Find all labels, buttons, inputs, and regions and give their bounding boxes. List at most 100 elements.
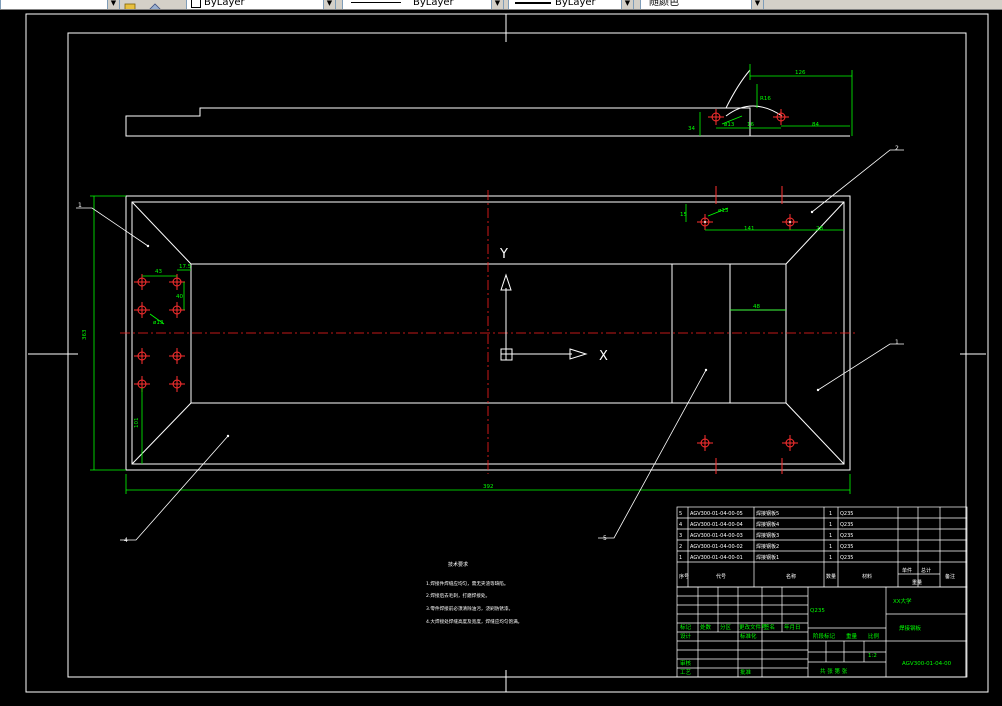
material-mark: Q235	[810, 608, 825, 614]
parts-row-name: 焊接钢板2	[756, 543, 779, 550]
lineweight-preview-icon	[515, 2, 551, 4]
dim-141: 141	[744, 226, 755, 232]
parts-row-material: Q235	[840, 511, 853, 517]
parts-row-code: AGV300-01-04-00-05	[690, 511, 743, 517]
plan-dims	[90, 195, 851, 494]
color-control-label: ByLayer	[204, 0, 245, 8]
balloon-1: 1	[78, 202, 82, 209]
lbl-check: 审核	[680, 659, 692, 667]
layer-dropdown-stub[interactable]: ▼	[0, 0, 120, 9]
parts-row-code: AGV300-01-04-00-04	[690, 522, 743, 528]
balloon-4: 4	[124, 537, 128, 544]
balloon-2: 2	[895, 145, 899, 152]
hole-center	[704, 221, 706, 223]
dim-phi-right: ø13	[718, 208, 729, 214]
drawing-border	[67, 32, 967, 678]
hdr-qty: 数量	[826, 573, 836, 580]
lbl-count: 处数	[700, 623, 712, 631]
notes-item-3: 3.零件焊接前必须清除油污，浇刷防锈漆。	[426, 605, 513, 612]
lbl-sign: 签名	[764, 623, 775, 631]
parts-row-material: Q235	[840, 533, 853, 539]
parts-row-name: 焊接钢板4	[756, 521, 779, 528]
hdr-material: 材料	[862, 573, 872, 580]
hdr-weight: 重量	[912, 579, 922, 586]
hdr-total: 总计	[921, 567, 931, 574]
notes-title: 技术要求	[448, 561, 468, 568]
dim-15: 15	[680, 212, 687, 218]
color-control[interactable]: ByLayer ▼	[186, 0, 336, 9]
viewport-frame	[25, 13, 989, 693]
lineweight-control-label: ByLayer	[555, 0, 596, 8]
drawing-canvas[interactable]: 126 R16 16 84 ø13 34 Y X	[0, 10, 1002, 702]
parts-row-no: 5	[679, 511, 682, 517]
dim-28: 28	[816, 226, 823, 232]
parts-row-material: Q235	[840, 544, 853, 550]
parts-row-no: 3	[679, 533, 682, 539]
hole-center	[789, 221, 791, 223]
lbl-date: 年月日	[784, 623, 801, 631]
parts-row-material: Q235	[840, 555, 853, 561]
drawing-number: AGV300-01-04-00	[902, 661, 952, 667]
center-lines	[120, 190, 856, 474]
balloon-5: 5	[603, 535, 607, 542]
dim-43: 43	[155, 269, 162, 275]
parts-row-code: AGV300-01-04-00-02	[690, 544, 743, 550]
lbl-design: 设计	[680, 632, 692, 640]
parts-row-qty: 1	[829, 544, 832, 550]
ucs-x-label: X	[599, 349, 608, 364]
stage-label: 阶段标记	[813, 632, 836, 640]
plotstyle-control[interactable]: 随颜色 ▼	[640, 0, 764, 9]
parts-row-name: 焊接钢板3	[756, 532, 779, 539]
lbl-mark: 标记	[680, 623, 692, 631]
parts-row-code: AGV300-01-04-00-01	[690, 555, 743, 561]
lbl-zone: 分区	[720, 623, 732, 631]
chevron-down-icon[interactable]: ▼	[107, 0, 119, 9]
dim-34: 34	[688, 126, 695, 132]
chevron-down-icon[interactable]: ▼	[751, 0, 763, 9]
chevron-down-icon[interactable]: ▼	[621, 0, 633, 9]
color-swatch-icon	[191, 0, 201, 8]
parts-row-qty: 1	[829, 533, 832, 539]
hdr-no: 序号	[679, 573, 689, 580]
linetype-control[interactable]: ByLayer ▼	[342, 0, 504, 9]
chevron-down-icon[interactable]: ▼	[323, 0, 335, 9]
part-name: 焊接钢板	[899, 624, 922, 632]
notes-item-4: 4.大焊接处焊缝高度及宽度，焊缝应均匀饱满。	[426, 618, 522, 625]
hdr-single: 单件	[902, 567, 912, 574]
plan-holes	[134, 186, 798, 474]
centering-marks	[28, 14, 986, 692]
dim-40: 40	[176, 294, 183, 300]
notes-item-1: 1.焊接件焊缝应均匀，需无夹渣等缺陷。	[426, 580, 508, 587]
ucs-icon	[500, 273, 588, 361]
sheet-info: 共 张 第 张	[820, 667, 848, 675]
chevron-down-icon[interactable]: ▼	[491, 0, 503, 9]
parts-row-qty: 1	[829, 511, 832, 517]
scale-value: 1:2	[868, 653, 877, 659]
parts-row-qty: 1	[829, 522, 832, 528]
parts-row-material: Q235	[840, 522, 853, 528]
lbl-process: 工艺	[680, 669, 692, 676]
lbl-doc: 更改文件号	[739, 623, 767, 631]
parts-row-no: 2	[679, 544, 682, 550]
hdr-remark: 备注	[945, 573, 955, 580]
linetype-control-label: ByLayer	[413, 0, 454, 8]
dim-101: 101	[134, 418, 140, 429]
dim-16: 16	[747, 122, 754, 128]
dim-phi-top: ø13	[724, 122, 735, 128]
dim-overall-height: 363	[82, 329, 88, 340]
hdr-name: 名称	[786, 573, 796, 580]
parts-row-code: AGV300-01-04-00-03	[690, 533, 743, 539]
lbl-approve: 批准	[740, 668, 752, 676]
layer-state-icon[interactable]	[124, 0, 136, 9]
side-view-holes	[708, 109, 789, 125]
dim-48: 48	[753, 304, 760, 310]
lineweight-control[interactable]: ByLayer ▼	[508, 0, 634, 9]
parts-row-no: 1	[679, 555, 682, 561]
dim-phi-left: ø13	[153, 320, 164, 326]
plotstyle-control-label: 随颜色	[649, 0, 679, 8]
balloon-1b: 1	[895, 339, 899, 346]
layer-previous-icon[interactable]	[148, 0, 161, 9]
parts-row-name: 焊接钢板1	[756, 554, 779, 561]
dim-84: 84	[812, 122, 819, 128]
